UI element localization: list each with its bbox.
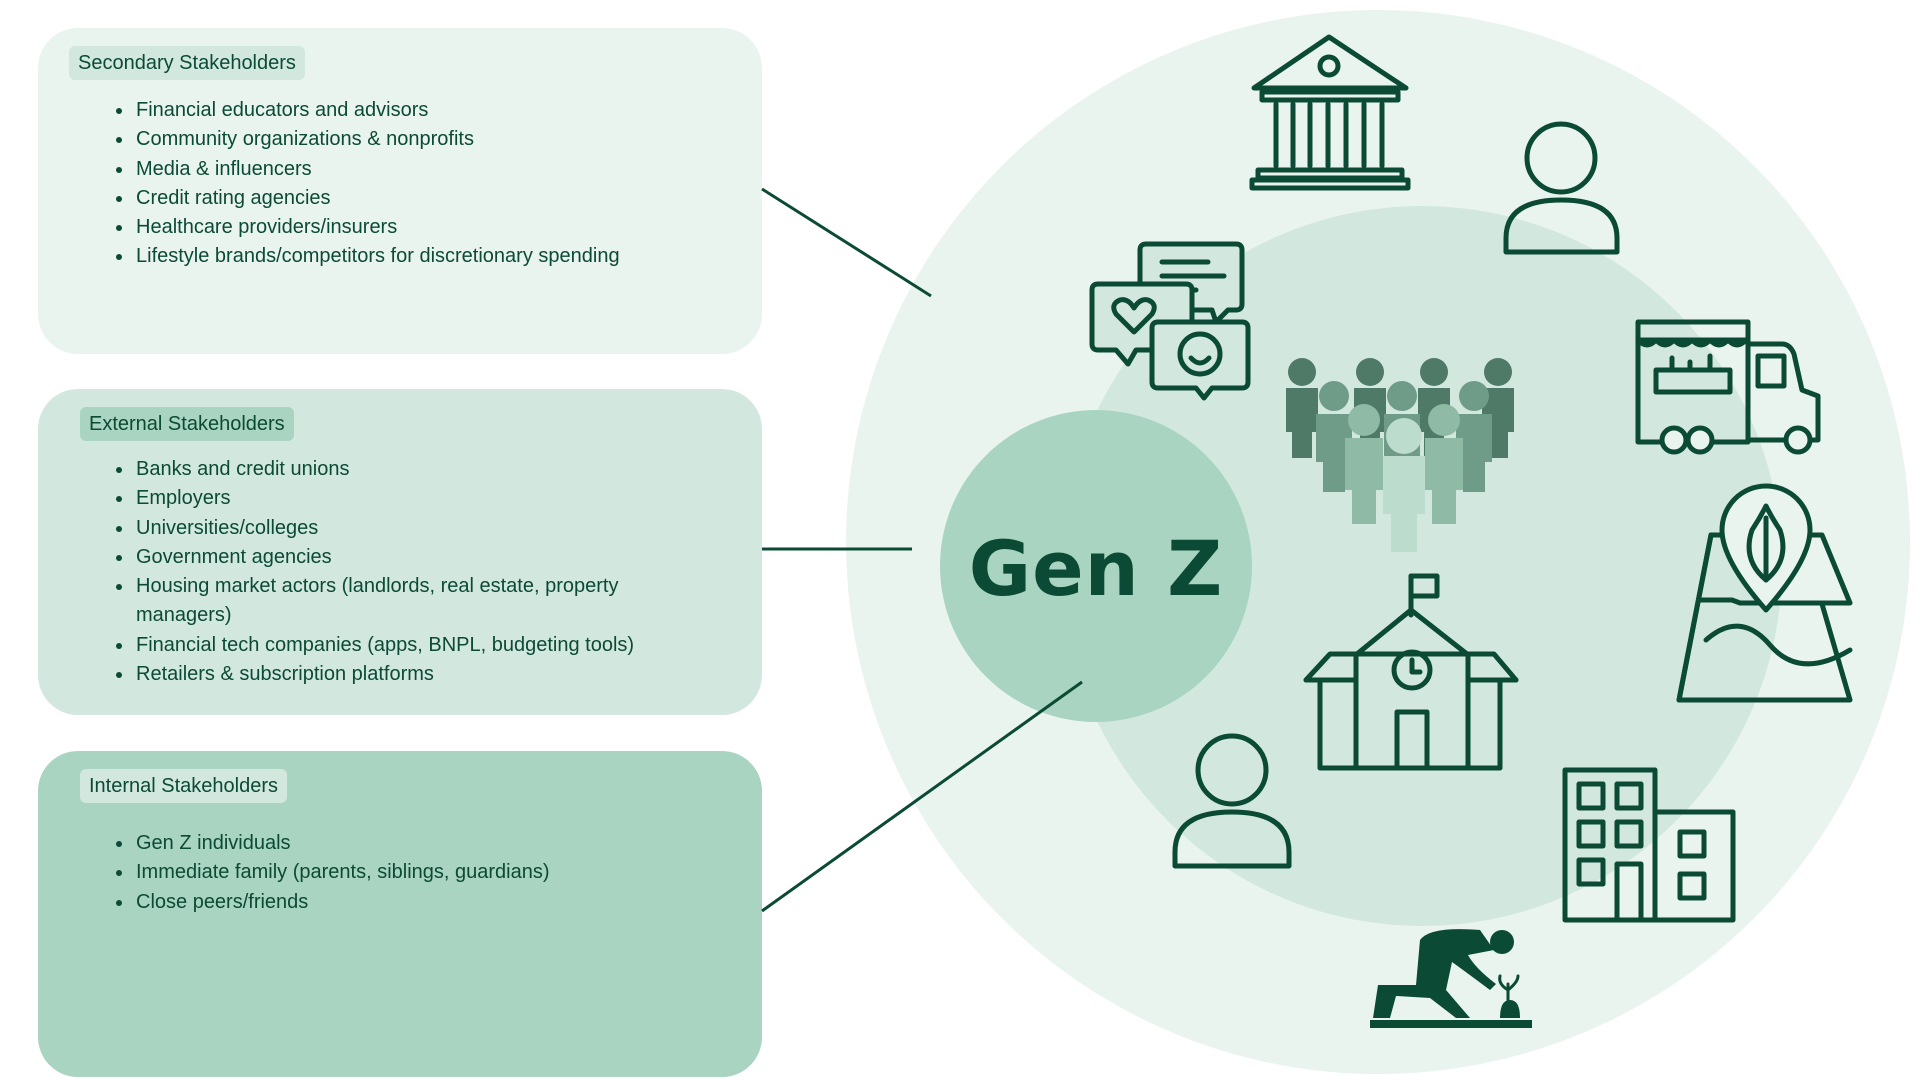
list-item: Media & influencers <box>134 155 694 184</box>
internal-stakeholders-title: Internal Stakeholders <box>80 769 288 803</box>
list-item: Immediate family (parents, siblings, gua… <box>134 858 694 887</box>
crowd-icon <box>1286 358 1514 552</box>
list-item: Healthcare providers/insurers <box>134 213 694 242</box>
external-stakeholders-box: External Stakeholders Banks and credit u… <box>38 389 762 715</box>
connector-secondary <box>761 187 932 298</box>
gen-z-label: Gen Z <box>968 523 1224 613</box>
office-building-icon <box>1562 767 1736 923</box>
person-icon <box>1503 121 1620 255</box>
food-truck-icon <box>1635 319 1821 455</box>
map-pin-icon <box>1676 483 1853 703</box>
school-icon <box>1303 573 1519 771</box>
list-item: Financial educators and advisors <box>134 96 694 125</box>
person-icon <box>1172 733 1292 869</box>
connector-internal <box>761 680 1083 913</box>
list-item: Employers <box>134 484 694 513</box>
list-item: Banks and credit unions <box>134 455 694 484</box>
chat-bubbles-icon <box>1089 241 1251 401</box>
list-item: Government agencies <box>134 543 694 572</box>
list-item: Gen Z individuals <box>134 829 694 858</box>
secondary-stakeholders-list: Financial educators and advisors Communi… <box>114 96 694 272</box>
list-item: Retailers & subscription platforms <box>134 660 694 689</box>
list-item: Lifestyle brands/competitors for discret… <box>134 242 694 271</box>
secondary-stakeholders-title: Secondary Stakeholders <box>69 46 305 80</box>
internal-stakeholders-list: Gen Z individuals Immediate family (pare… <box>114 829 694 917</box>
list-item: Close peers/friends <box>134 888 694 917</box>
internal-stakeholders-box: Internal Stakeholders Gen Z individuals … <box>38 751 762 1077</box>
list-item: Housing market actors (landlords, real e… <box>134 572 694 631</box>
inner-circle <box>940 410 1252 722</box>
secondary-stakeholders-box: Secondary Stakeholders Financial educato… <box>38 28 762 354</box>
list-item: Community organizations & nonprofits <box>134 125 694 154</box>
bank-icon <box>1249 34 1411 191</box>
external-stakeholders-title: External Stakeholders <box>80 407 294 441</box>
list-item: Universities/colleges <box>134 514 694 543</box>
list-item: Financial tech companies (apps, BNPL, bu… <box>134 631 694 660</box>
external-stakeholders-list: Banks and credit unions Employers Univer… <box>114 455 694 689</box>
gardener-icon <box>1370 929 1532 1028</box>
list-item: Credit rating agencies <box>134 184 694 213</box>
